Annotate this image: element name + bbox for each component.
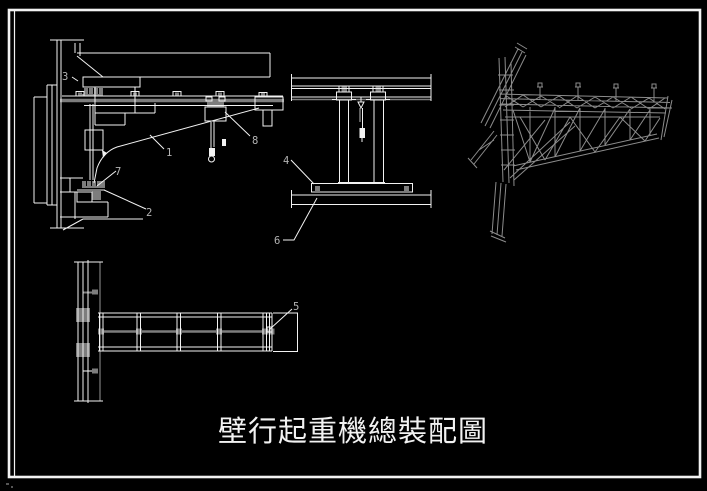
end-callout-labels: 4 6 — [274, 155, 289, 247]
side-callout-leaders — [71, 76, 251, 210]
side-gray-lines — [60, 94, 284, 188]
plan-view: 5 — [74, 260, 299, 403]
callout-label-6: 6 — [274, 235, 280, 247]
end-white-lines — [283, 74, 432, 241]
drawing-frame — [7, 8, 702, 479]
plan-callout-labels: 5 — [293, 301, 299, 313]
isometric-wireframe-view — [467, 42, 673, 243]
callout-label-2: 2 — [146, 207, 152, 219]
callout-label-8: 8 — [252, 135, 258, 147]
callout-label-1: 1 — [166, 147, 172, 159]
side-white-fills — [102, 139, 226, 158]
hoist-hook-block — [359, 128, 365, 138]
side-gray-fills — [78, 88, 265, 200]
paper-specks — [6, 483, 13, 488]
end-gray-fills — [315, 86, 409, 191]
plan-white-lines — [74, 260, 298, 403]
arrow-icon — [102, 150, 107, 158]
plan-callout-leader — [269, 308, 293, 330]
hook-icon — [208, 155, 215, 163]
callout-label-3: 3 — [62, 71, 68, 83]
side-white-lines — [33, 39, 284, 231]
hook-block — [209, 148, 215, 156]
end-gray-lines — [292, 98, 432, 122]
drawing-title: 壁行起重機總裝配圖 — [218, 414, 489, 448]
callout-label-7: 7 — [115, 166, 121, 178]
end-white-fills — [359, 128, 365, 138]
callout-label-5: 5 — [293, 301, 299, 313]
end-callout-leaders — [283, 159, 318, 241]
callout-label-4: 4 — [283, 155, 289, 167]
side-callout-labels: 3 1 7 2 8 — [62, 71, 258, 219]
end-elevation-view: 4 6 — [274, 74, 432, 247]
side-elevation-view: 3 1 7 2 8 — [33, 39, 284, 231]
